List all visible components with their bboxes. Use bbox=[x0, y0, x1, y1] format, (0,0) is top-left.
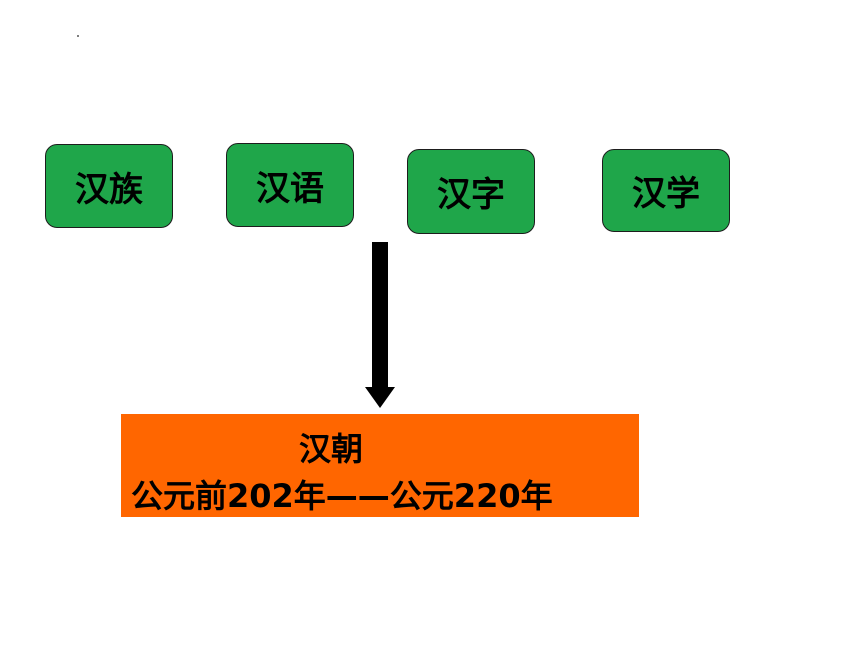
term-box-hanxue: 汉学 bbox=[602, 149, 730, 232]
speck-dot bbox=[77, 35, 79, 37]
dynasty-name: 汉朝 bbox=[299, 430, 364, 468]
term-box-hanzi: 汉字 bbox=[407, 149, 535, 234]
term-label: 汉族 bbox=[75, 169, 143, 210]
term-label: 汉字 bbox=[437, 175, 505, 215]
term-label: 汉学 bbox=[632, 174, 700, 214]
term-box-hanzu: 汉族 bbox=[45, 144, 173, 228]
term-label: 汉语 bbox=[256, 168, 324, 209]
dynasty-period: 公元前202年——公元220年 bbox=[131, 477, 553, 515]
down-arrow-icon bbox=[365, 242, 395, 408]
term-box-hanyu: 汉语 bbox=[226, 143, 354, 227]
dynasty-box: 汉朝 公元前202年——公元220年 bbox=[121, 414, 639, 517]
